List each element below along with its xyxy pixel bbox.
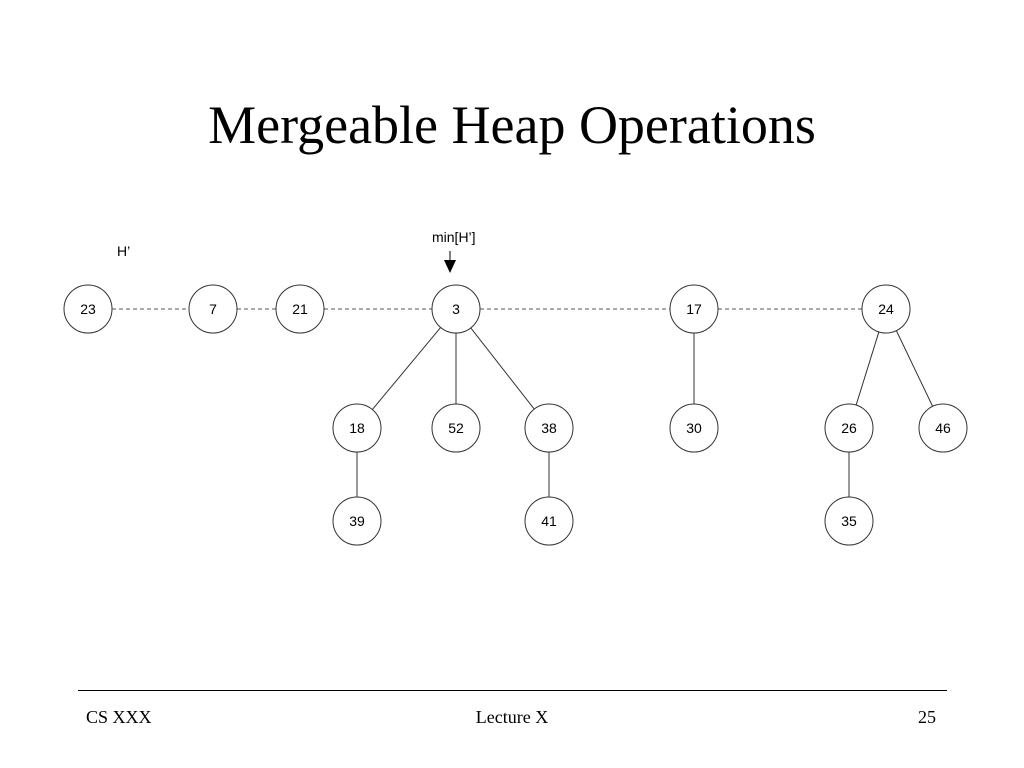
child-edges — [356, 327, 934, 497]
node-circle — [669, 284, 719, 334]
node-key: 18 — [349, 420, 365, 436]
node-key: 7 — [209, 301, 217, 317]
heap-node-18: 18 — [332, 403, 382, 453]
node-circle — [524, 403, 574, 453]
node-key: 26 — [841, 420, 857, 436]
node-key: 24 — [878, 301, 894, 317]
node-key: 46 — [935, 420, 951, 436]
heap-node-7: 7 — [188, 284, 238, 334]
node-key: 38 — [541, 420, 557, 436]
heap-node-21: 21 — [275, 284, 325, 334]
heap-node-24: 24 — [861, 284, 911, 334]
node-circle — [63, 284, 113, 334]
edge-24-26 — [855, 331, 880, 406]
node-circle — [332, 496, 382, 546]
edge-3-18 — [371, 327, 442, 410]
heap-node-35: 35 — [824, 496, 874, 546]
node-circle — [669, 403, 719, 453]
footer-lecture: Lecture X — [475, 707, 549, 727]
node-circle — [861, 284, 911, 334]
heap-node-52: 52 — [431, 403, 481, 453]
node-circle — [824, 496, 874, 546]
heap-node-46: 46 — [918, 403, 968, 453]
footer-course: CS XXX — [86, 707, 152, 727]
node-circle — [524, 496, 574, 546]
node-key: 30 — [686, 420, 702, 436]
node-key: 17 — [686, 301, 702, 317]
heap-node-39: 39 — [332, 496, 382, 546]
heap-node-17: 17 — [669, 284, 719, 334]
min-pointer-arrow — [444, 251, 456, 273]
heap-node-3: 3 — [431, 284, 481, 334]
node-circle — [275, 284, 325, 334]
heap-node-41: 41 — [524, 496, 574, 546]
footer-divider — [78, 690, 947, 691]
node-key: 23 — [80, 301, 96, 317]
heap-node-38: 38 — [524, 403, 574, 453]
node-circle — [824, 403, 874, 453]
node-circle — [431, 403, 481, 453]
heap-node-23: 23 — [63, 284, 113, 334]
heap-label: H’ — [117, 243, 130, 259]
footer-page-number: 25 — [918, 707, 936, 727]
node-circle — [332, 403, 382, 453]
node-circle — [431, 284, 481, 334]
heap-node-26: 26 — [824, 403, 874, 453]
node-key: 35 — [841, 513, 857, 529]
node-circle — [918, 403, 968, 453]
edge-3-38 — [470, 327, 535, 410]
heap-node-30: 30 — [669, 403, 719, 453]
node-key: 39 — [349, 513, 365, 529]
node-key: 41 — [541, 513, 557, 529]
slide-title: Mergeable Heap Operations — [208, 95, 816, 155]
node-circle — [188, 284, 238, 334]
heap-nodes: 23 7 21 3 17 24 18 52 38 30 26 46 39 41 35 — [63, 284, 968, 546]
node-key: 52 — [448, 420, 464, 436]
node-key: 3 — [452, 301, 460, 317]
min-pointer-label: min[H’] — [432, 229, 476, 245]
edge-24-46 — [895, 330, 934, 407]
node-key: 21 — [292, 301, 308, 317]
